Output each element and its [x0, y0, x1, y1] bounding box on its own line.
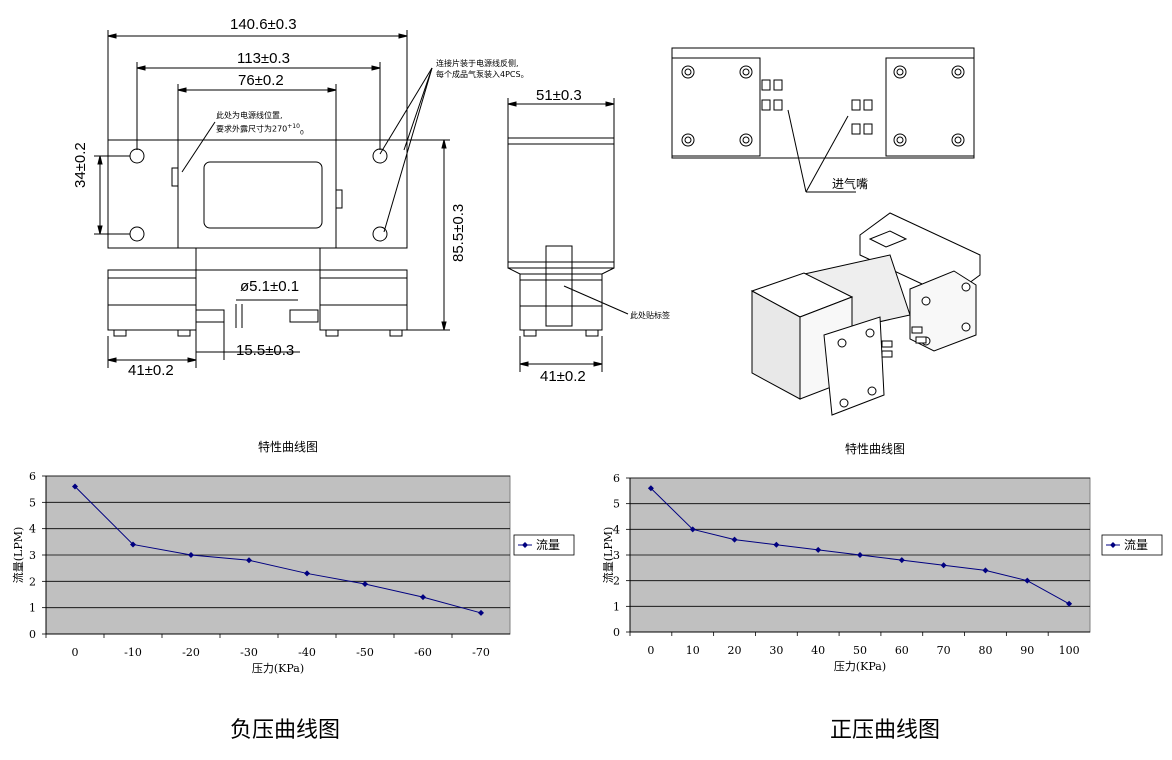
y-tick-label: 1	[29, 602, 36, 615]
data-point	[898, 557, 905, 564]
data-point	[478, 609, 484, 616]
top-view-drawing	[671, 47, 975, 193]
x-tick-label: -60	[414, 646, 432, 659]
data-point	[304, 570, 310, 577]
legend-marker	[522, 542, 528, 548]
dim-port-diameter: ø5.1±0.1	[240, 278, 300, 295]
y-tick-label: 0	[29, 628, 36, 641]
x-tick-label: 90	[1020, 644, 1034, 657]
x-tick-label: 0	[72, 646, 79, 659]
dim-hole-vertical: 34±0.2	[72, 142, 89, 188]
x-tick-label: 100	[1059, 644, 1080, 657]
y-tick-label: 5	[613, 498, 620, 511]
dim-height: 85.5±0.3	[450, 203, 467, 262]
dim-left-body: 41±0.2	[128, 362, 174, 379]
data-point	[130, 541, 136, 548]
legend-box	[513, 534, 575, 556]
x-tick-label: -50	[356, 646, 374, 659]
x-tick-label: -10	[124, 646, 142, 659]
x-tick-label: -30	[240, 646, 258, 659]
data-point	[773, 541, 780, 548]
y-tick-label: 4	[613, 523, 620, 536]
inlet-label: 进气嘴	[832, 177, 869, 191]
x-tick-label: 50	[853, 644, 867, 657]
dim-port-offset: 15.5±0.3	[236, 342, 295, 359]
side-view-drawing	[507, 98, 629, 372]
x-tick-label: 80	[978, 644, 992, 657]
dim-inner-width: 76±0.2	[238, 72, 284, 89]
y-tick-label: 3	[613, 549, 620, 562]
legend-label: 流量	[1124, 538, 1148, 552]
data-point	[982, 567, 989, 574]
x-tick-label: 0	[647, 644, 654, 657]
isometric-view-drawing	[750, 212, 981, 416]
chart1-caption: 负压曲线图	[230, 718, 341, 743]
x-axis-label: 压力(KPa)	[834, 660, 886, 673]
y-tick-label: 6	[613, 472, 620, 485]
data-point	[689, 526, 696, 533]
series-line	[74, 486, 482, 614]
y-tick-label: 2	[29, 575, 36, 588]
legend-box	[1101, 534, 1163, 556]
data-point	[362, 580, 368, 587]
data-point	[731, 536, 738, 543]
x-tick-label: 20	[728, 644, 742, 657]
x-tick-label: 40	[811, 644, 825, 657]
x-tick-label: 70	[937, 644, 951, 657]
y-tick-label: 2	[613, 575, 620, 588]
wire-position-note: 此处为电源线位置, 要求外露尺寸为270+100	[216, 111, 304, 137]
connector-note: 连接片装于电源线反侧, 每个成品气泵装入4PCS。	[436, 59, 529, 79]
x-tick-label: -20	[182, 646, 200, 659]
data-point	[940, 562, 947, 569]
x-tick-label: 30	[769, 644, 783, 657]
label-note: 此处贴标签	[630, 311, 670, 320]
data-point	[647, 485, 654, 492]
chart1-title: 特性曲线图	[258, 440, 319, 454]
data-point	[857, 552, 863, 558]
x-axis-label: 压力(KPa)	[252, 662, 304, 675]
data-point	[1024, 577, 1031, 584]
dim-hole-pitch: 113±0.3	[237, 50, 290, 67]
dim-side-width: 51±0.3	[536, 87, 582, 104]
x-tick-label: 60	[895, 644, 909, 657]
y-tick-label: 4	[29, 523, 36, 536]
dim-total-width: 140.6±0.3	[230, 16, 297, 33]
x-tick-label: 10	[686, 644, 700, 657]
y-axis-label: 流量(LPM)	[601, 527, 615, 584]
y-tick-label: 5	[29, 496, 36, 509]
front-view-drawing	[94, 30, 450, 368]
y-tick-label: 1	[613, 600, 620, 613]
data-point	[188, 552, 194, 558]
dim-side-body: 41±0.2	[540, 368, 586, 385]
y-tick-label: 0	[613, 626, 620, 639]
negative-pressure-chart: 0 1 2 3 4 5 6 0 -10 -20 -30 -40 -50 -60 -70 压力(KPa) 流量(L…	[11, 470, 575, 675]
data-point	[246, 557, 252, 564]
data-point	[420, 594, 426, 601]
legend-marker	[1110, 542, 1116, 548]
x-tick-label: -70	[472, 646, 490, 659]
chart2-caption: 正压曲线图	[830, 718, 941, 743]
x-tick-label: -40	[298, 646, 316, 659]
y-tick-label: 6	[29, 470, 36, 483]
y-axis-label: 流量(LPM)	[11, 527, 25, 584]
y-tick-label: 3	[29, 549, 36, 562]
legend-label: 流量	[536, 538, 560, 552]
data-point	[1066, 600, 1073, 607]
data-point	[815, 546, 822, 553]
chart2-title: 特性曲线图	[845, 442, 906, 456]
data-point	[72, 483, 78, 490]
